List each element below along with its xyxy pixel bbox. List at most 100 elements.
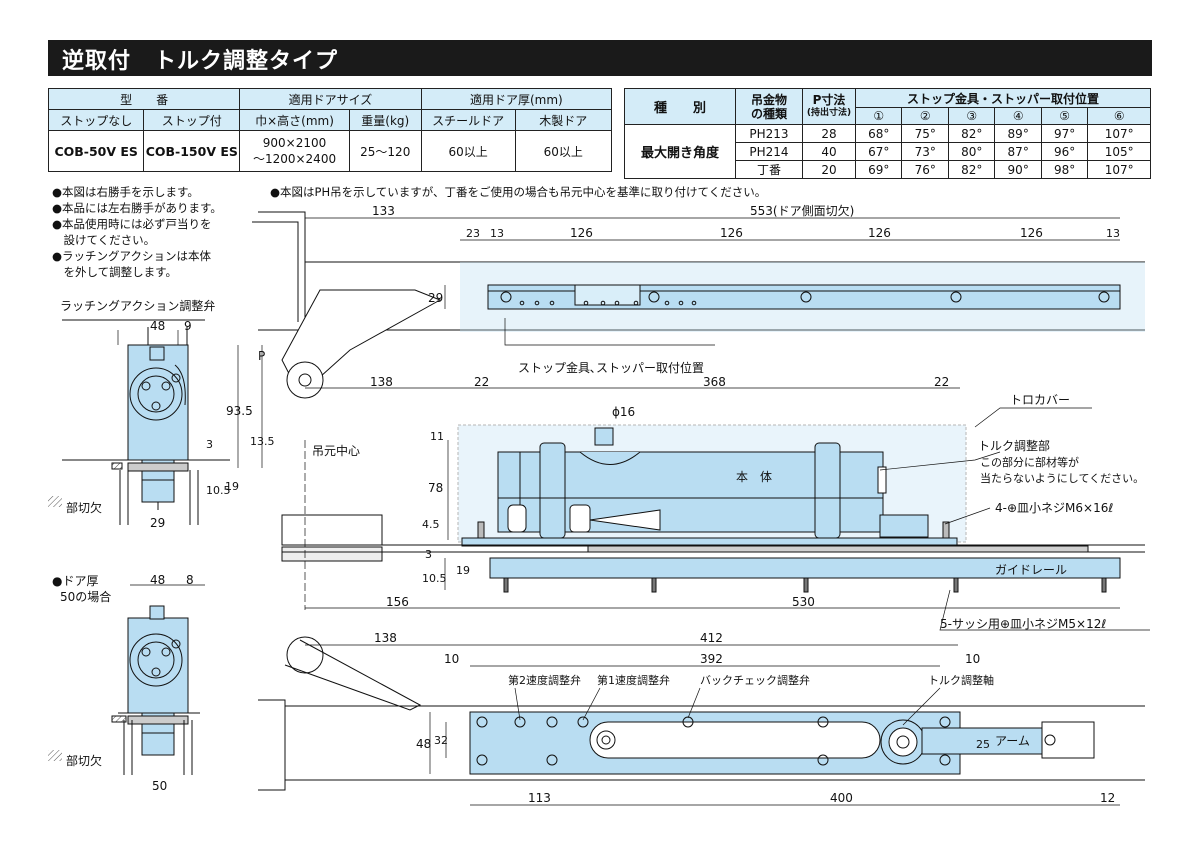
dim-19: 19 [456,564,470,577]
side2-dim-48: 48 [150,573,165,587]
guide-rail-label: ガイドレール [995,563,1067,577]
side-dim-135: 13.5 [250,435,275,448]
rail-screw [803,577,809,593]
angle-value: 80° [947,142,996,161]
note-line: ●ラッチングアクションは本体 [52,249,211,263]
plate-hole [476,716,488,728]
angle-value: 67° [854,142,903,161]
angle-value: 75° [901,124,949,143]
weight-value: 25～120 [348,130,422,172]
note-line: 設けてください。 [52,233,156,247]
stop-hole [534,300,540,306]
dim-22b: 22 [934,375,949,389]
dim-126a: 126 [570,226,593,240]
screw-hole [1098,291,1110,303]
stop-hole [678,300,684,306]
dim-78: 78 [428,481,443,495]
dim-45: 4.5 [422,518,440,531]
rail-screw [503,577,509,593]
stop-hole [614,300,620,306]
p-value: 28 [802,124,856,143]
stop-positions-label: ストップ金具､ストッパー取付位置 [518,360,704,375]
angle-value: 68° [854,124,903,143]
dim-368: 368 [703,375,726,389]
dim-23: 23 [466,227,480,240]
stop-hole [691,300,697,306]
latching-valve-label: ラッチングアクション調整弁 [60,298,215,313]
top-note: ●本図はPH吊を示していますが、丁番をご使用の場合も吊元中心を基準に取り付けてく… [270,185,767,199]
angle-value: 90° [994,160,1042,179]
position-header-4: ④ [994,107,1042,125]
dim-105: 10.5 [422,572,447,585]
stop-hole [519,300,525,306]
dim-48: 48 [416,737,431,751]
angle-value: 98° [1040,160,1089,179]
p-value: 20 [802,160,856,179]
trough-cover-label: トロカバー [1010,393,1070,407]
dim-10b: 10 [965,652,980,666]
dim-138b: 138 [374,631,397,645]
arm-label: アーム [995,734,1030,748]
phi16-label: ϕ16 [612,405,635,419]
back-check-label: バックチェック調整弁 [700,673,810,687]
plate-hole [514,716,526,728]
pivot-center-label: 吊元中心 [312,443,360,458]
hanger-name: 丁番 [735,160,803,179]
door-size-header: 適用ドアサイズ [239,88,422,110]
side-dim-19: 19 [225,480,239,493]
notes: ●本図は右勝手を示します。●本品には左右勝手があります。●本品使用時には必ず戸当… [52,184,237,280]
door-size-value: 900×2100～1200×2400 [239,130,350,172]
screw-hole [950,291,962,303]
side-dim-105: 10.5 [206,484,231,497]
angle-value: 69° [854,160,903,179]
screw-hole [500,291,512,303]
steel-value: 60以上 [420,130,516,172]
plate-hole [546,754,558,766]
torque-part-label: トルク調整部 [978,438,1050,453]
first-speed-label: 第1速度調整弁 [597,673,670,687]
model-no-stop: COB-50V ES [47,130,145,172]
dim-12: 12 [1100,791,1115,805]
door-thickness-header: 適用ドア厚(mm) [420,88,613,110]
col-wood: 木製ドア [514,109,613,131]
rail-screw [953,577,959,593]
dim-392: 392 [700,652,723,666]
torque-warn-1: この部分に部材等が [980,455,1079,469]
plate-hole [577,716,589,728]
angle-value: 96° [1040,142,1089,161]
thickness-note-2: 50の場合 [60,589,111,604]
col-weight: 重量(kg) [348,109,422,131]
plate-hole [546,716,558,728]
plate-hole [682,716,694,728]
dim-113: 113 [528,791,551,805]
dim-126b: 126 [720,226,743,240]
angle-value: 76° [901,160,949,179]
angle-value: 105° [1087,142,1151,161]
dim-530: 530 [792,595,815,609]
side-dim-29: 29 [150,516,165,530]
side-dim-48: 48 [150,319,165,333]
note-line: ●本品使用時には必ず戸当りを [52,217,212,231]
second-speed-label: 第2速度調整弁 [508,673,581,687]
spec-table: 型 番 適用ドアサイズ 適用ドア厚(mm) ストップなし ストップ付 巾×高さ(… [47,88,613,172]
position-header-3: ③ [947,107,996,125]
angle-value: 107° [1087,160,1151,179]
stop-position-header: ストップ金具・ストッパー取付位置 [855,88,1151,108]
wood-value: 60以上 [514,130,613,172]
body-label: 本 体 [736,470,772,484]
side-dim-935: 93.5 [226,404,253,418]
thickness-note-1: ●ドア厚 [52,574,98,588]
dim-400: 400 [830,791,853,805]
max-angle-label: 最大開き角度 [624,124,736,179]
col-no-stop: ストップなし [47,109,145,131]
stop-hole [600,300,606,306]
plate-hole [939,754,951,766]
stop-hole [583,300,589,306]
dim-156: 156 [386,595,409,609]
dim-10a: 10 [444,652,459,666]
note-line: ●本図は右勝手を示します。 [52,185,199,199]
dim-22a: 22 [474,375,489,389]
side-dim-9: 9 [184,319,192,333]
